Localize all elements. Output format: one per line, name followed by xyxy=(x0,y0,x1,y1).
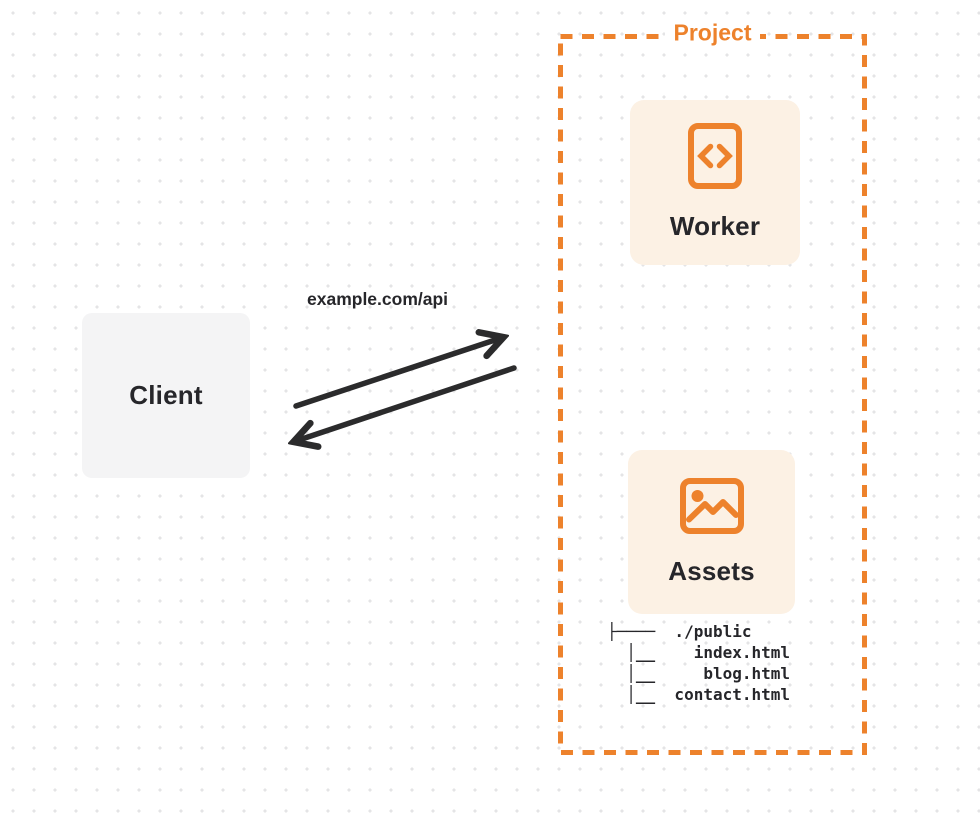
client-node: Client xyxy=(82,313,250,478)
request-arrow xyxy=(293,338,501,409)
client-label: Client xyxy=(129,380,203,410)
worker-node: Worker xyxy=(630,100,800,265)
worker-label: Worker xyxy=(669,211,761,241)
assets-node: Assets xyxy=(628,450,795,614)
request-url-label: example.com/api xyxy=(307,289,449,309)
code-document-icon xyxy=(688,123,742,189)
assets-label: Assets xyxy=(668,555,755,586)
assets-file-tree: ├──── ./public │__ index.html │__ blog.h… xyxy=(607,622,791,704)
project-boundary: Project Worker Assets ├──── ./public │__… xyxy=(558,19,867,755)
response-arrow xyxy=(296,365,517,441)
image-icon xyxy=(679,477,744,534)
project-label: Project xyxy=(664,19,761,47)
